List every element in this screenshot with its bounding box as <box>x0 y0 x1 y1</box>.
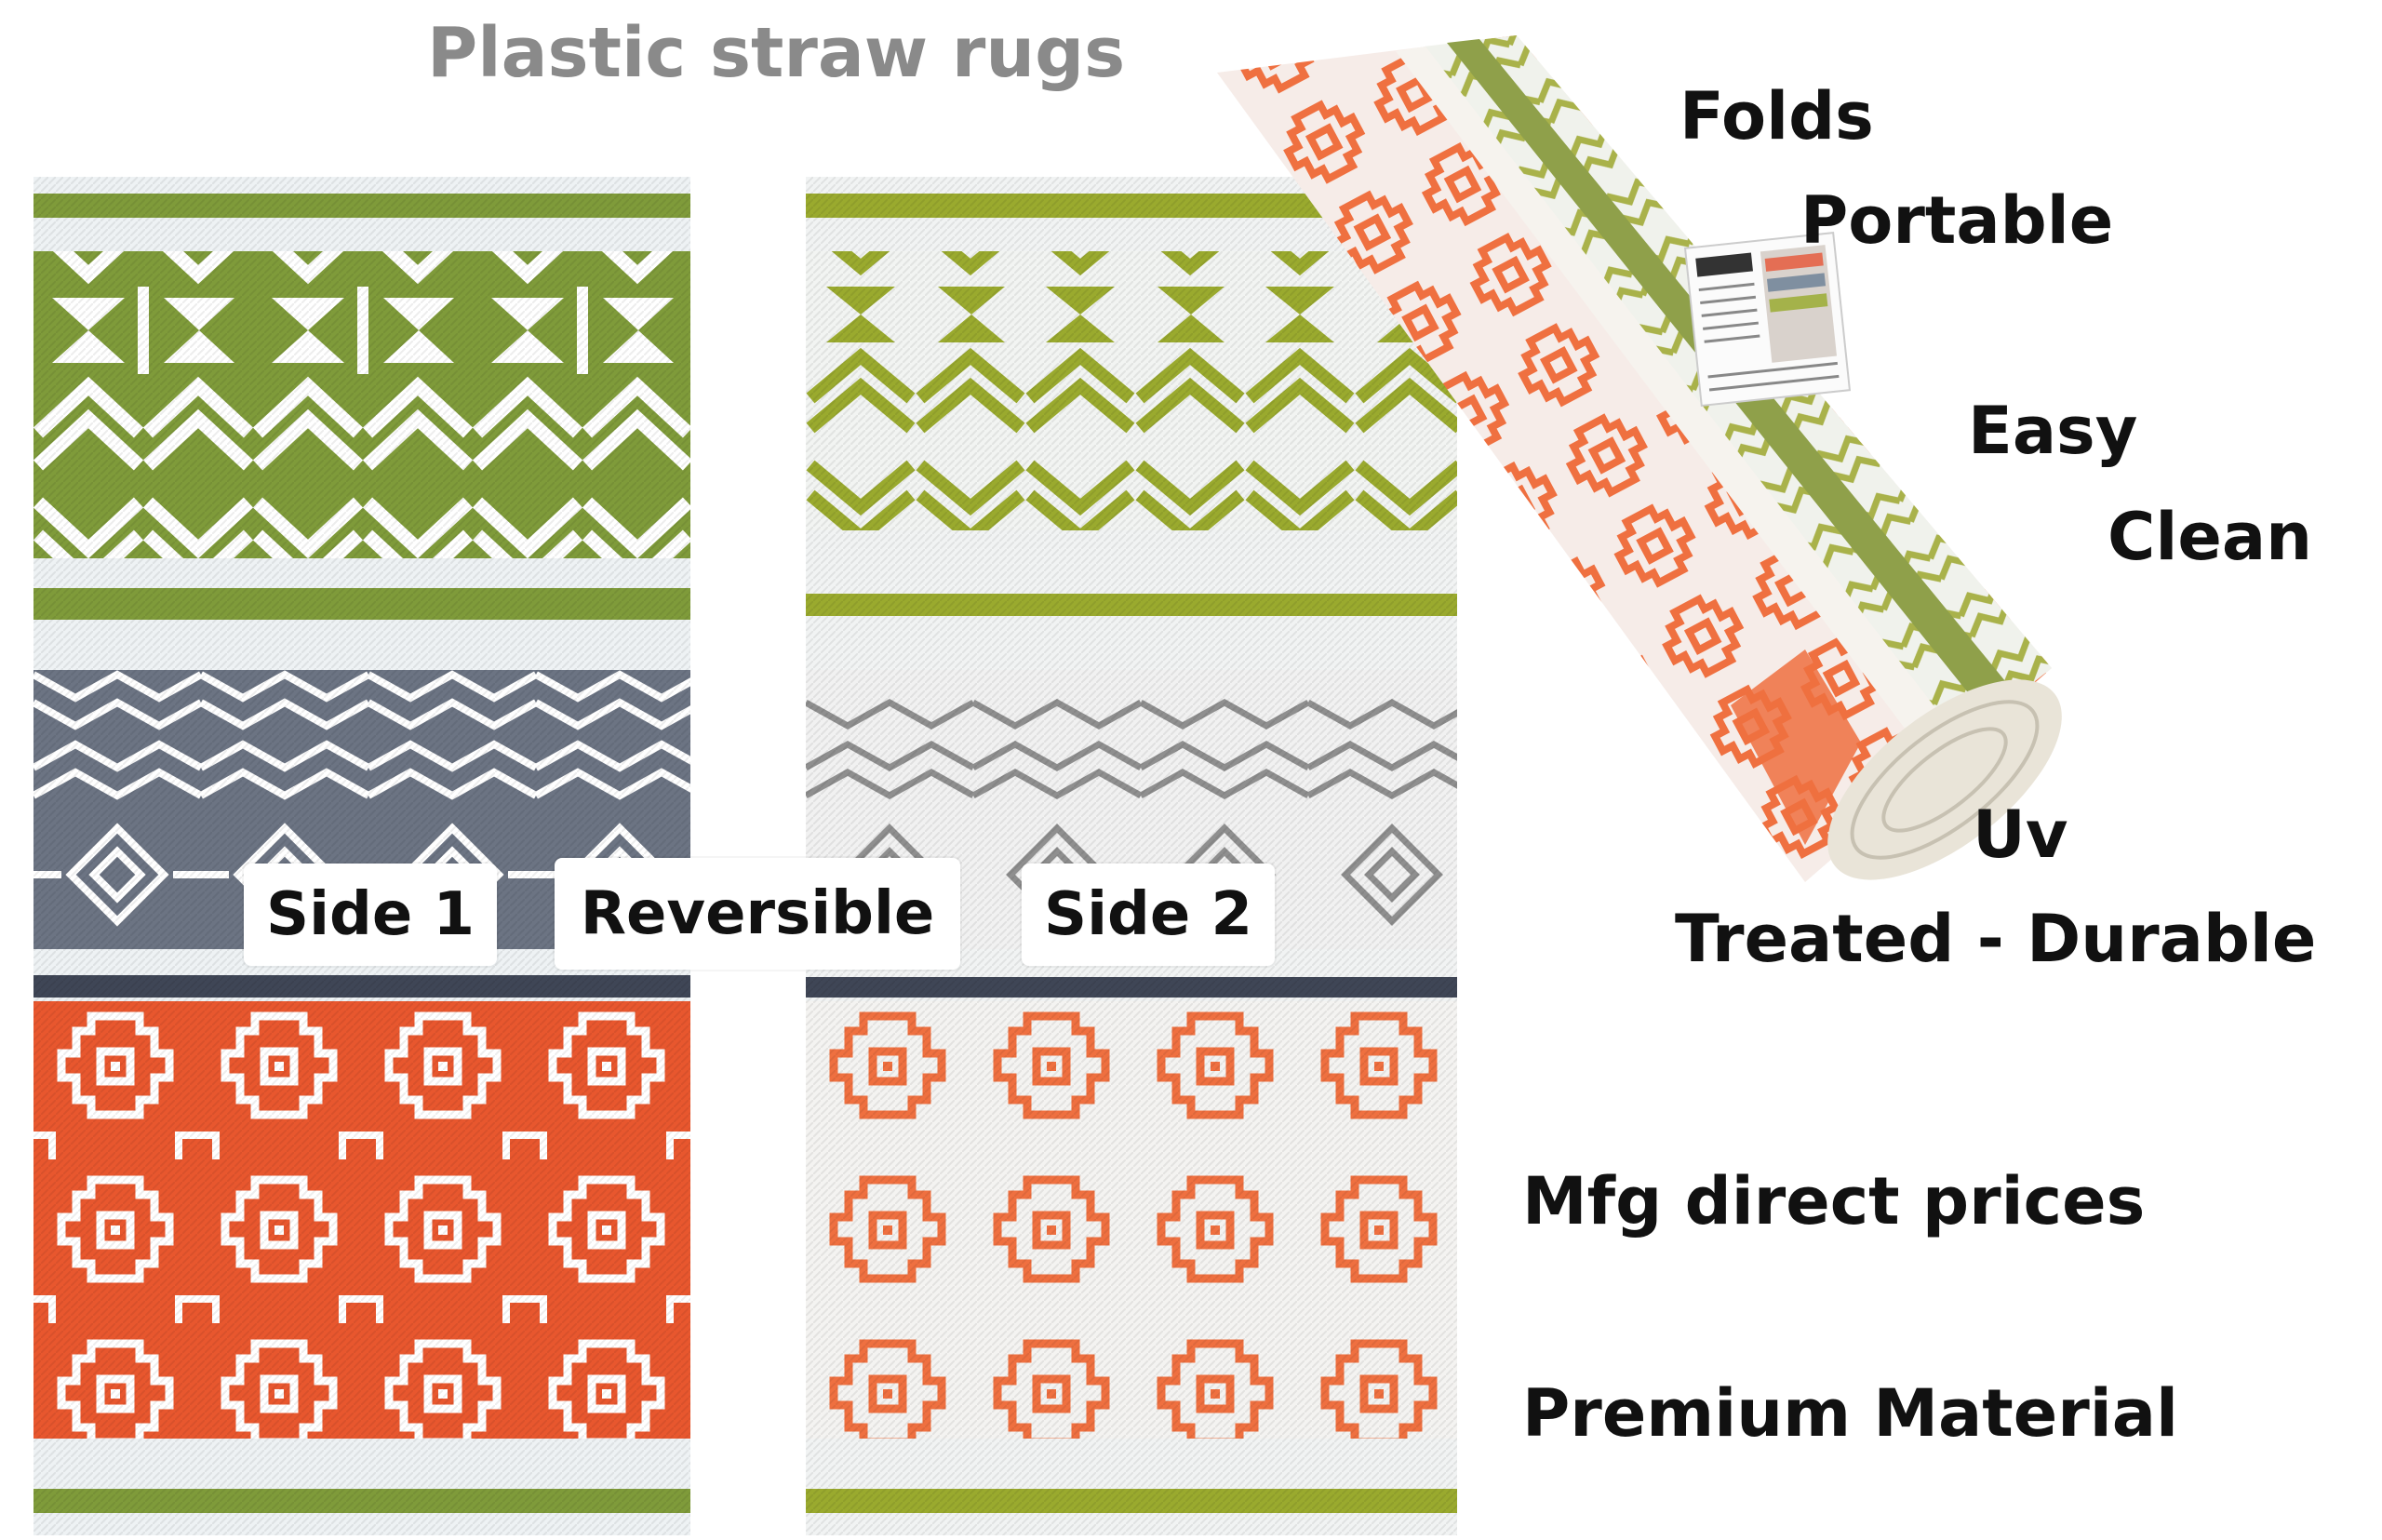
feature-mfg-direct-prices: Mfg direct prices <box>1522 1163 2146 1239</box>
feature-treated-durable: Treated - Durable <box>1675 901 2317 977</box>
rug-side-2-image <box>806 177 1457 1535</box>
rolled-rug-image <box>1217 35 2062 882</box>
side-1-label: Side 1 <box>244 864 497 966</box>
feature-easy: Easy <box>1968 393 2138 469</box>
feature-uv: Uv <box>1973 797 2068 873</box>
reversible-label: Reversible <box>555 858 960 970</box>
feature-premium-material: Premium Material <box>1522 1375 2178 1452</box>
feature-portable: Portable <box>1800 182 2114 259</box>
feature-folds: Folds <box>1679 78 1874 154</box>
rug-side-1-image <box>33 177 690 1535</box>
feature-clean: Clean <box>2108 499 2312 575</box>
side-2-label: Side 2 <box>1022 864 1275 966</box>
page-title: Plastic straw rugs <box>427 13 1126 93</box>
